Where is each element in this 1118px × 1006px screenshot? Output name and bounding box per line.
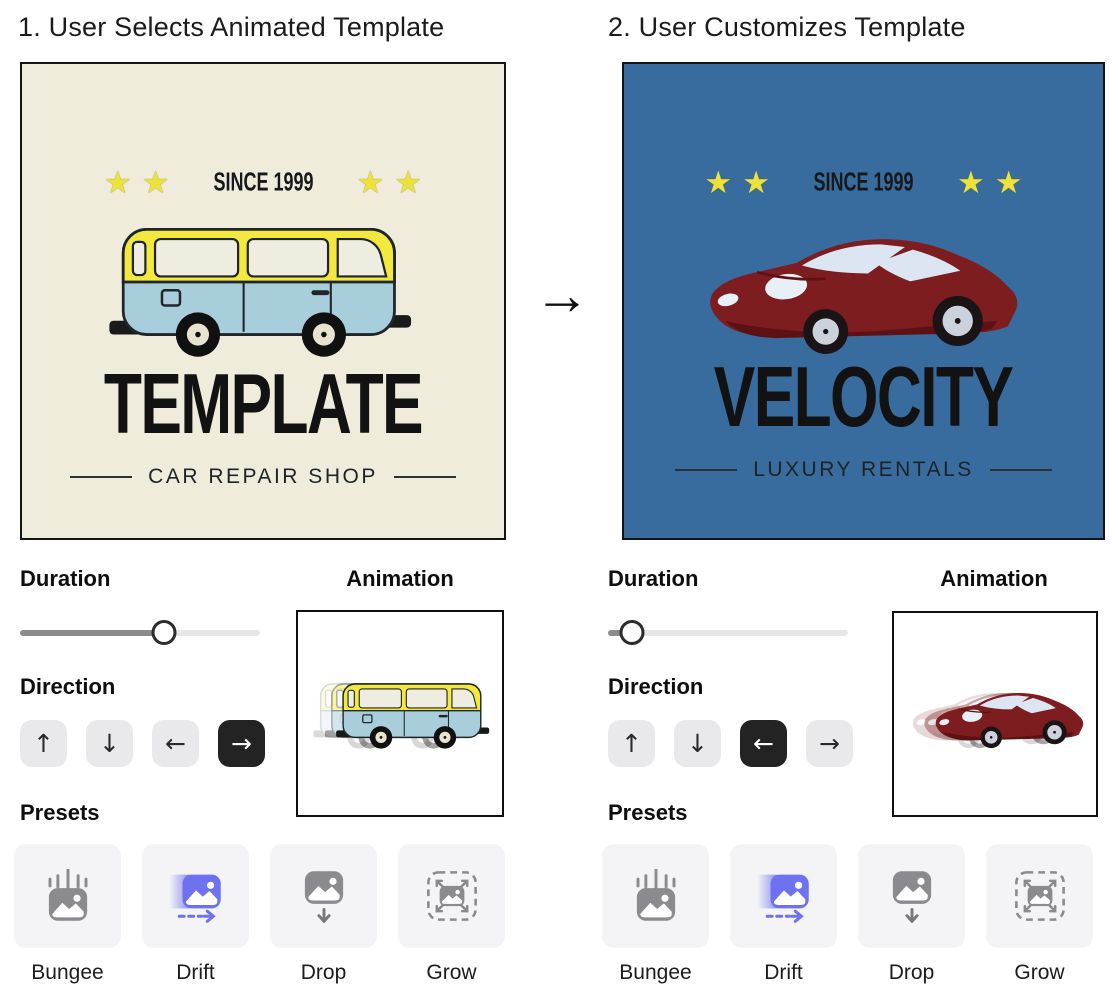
preset-drift: Drift [142, 844, 249, 985]
preset-bungee: Bungee [14, 844, 121, 985]
direction-up-button[interactable]: ↑ [20, 720, 67, 767]
since-badge-row: ★ ★ SINCE 1999 ★ ★ [104, 162, 422, 202]
since-badge: SINCE 1999 [813, 166, 914, 197]
star-icon: ★ [956, 164, 985, 200]
slider-track[interactable] [608, 630, 848, 636]
preset-bungee: Bungee [602, 844, 709, 985]
direction-right-button[interactable]: → [806, 720, 853, 767]
tagline: LUXURY RENTALS [753, 458, 974, 481]
preset-drop: Drop [270, 844, 377, 985]
drop-icon [892, 871, 931, 923]
animation-heading: Animation [346, 566, 454, 591]
divider-line [675, 468, 738, 472]
slider-fill [20, 630, 164, 636]
star-icon: ★ [704, 164, 733, 200]
animation-heading: Animation [940, 566, 1048, 591]
presets-heading: Presets [20, 800, 100, 825]
animation-preview-van [296, 610, 504, 817]
preset-label: Grow [426, 961, 477, 984]
divider-line [70, 475, 133, 479]
brand-name: VELOCITY [714, 349, 1014, 446]
direction-left-button[interactable]: ← [740, 720, 787, 767]
tagline-row: CAR REPAIR SHOP [70, 465, 456, 489]
preset-group: Bungee [14, 844, 505, 985]
preset-grow-button[interactable] [986, 844, 1093, 948]
grow-icon [426, 871, 477, 921]
divider-line [989, 468, 1052, 472]
template-canvas-car: ★ ★ SINCE 1999 ★ ★ VELOCITY LUXURY RENTA… [622, 62, 1105, 540]
direction-down-button[interactable]: ↓ [674, 720, 721, 767]
preset-bungee-button[interactable] [14, 844, 121, 948]
direction-down-button[interactable]: ↓ [86, 720, 133, 767]
preset-drop: Drop [858, 844, 965, 985]
duration-heading: Duration [608, 566, 699, 591]
van-illustration [109, 227, 413, 359]
arrow-down-icon: ↓ [99, 729, 120, 758]
animation-preview-car [892, 611, 1098, 817]
bungee-icon [636, 869, 675, 921]
tagline: CAR REPAIR SHOP [148, 465, 378, 488]
drift-icon [756, 874, 809, 923]
preset-drop-button[interactable] [858, 844, 965, 948]
preset-label: Drift [764, 961, 803, 984]
car-motion-preview [912, 691, 1084, 749]
drift-icon [168, 874, 221, 923]
arrow-down-icon: ↓ [687, 729, 708, 758]
drop-icon [304, 871, 343, 923]
arrow-left-icon: ← [753, 729, 774, 758]
transition-arrow-icon: → [534, 263, 590, 326]
preset-label: Drop [300, 961, 347, 984]
since-badge: SINCE 1999 [212, 166, 314, 197]
slider-thumb[interactable] [151, 620, 177, 645]
arrow-up-icon: ↑ [621, 729, 642, 758]
divider-line [393, 475, 456, 479]
duration-slider[interactable] [608, 620, 848, 646]
preset-label: Drift [176, 961, 215, 984]
duration-slider[interactable] [20, 620, 260, 646]
bungee-icon [48, 869, 87, 921]
preset-label: Bungee [619, 961, 692, 984]
tagline-row: LUXURY RENTALS [675, 458, 1052, 482]
star-icon: ★ [394, 164, 423, 200]
template-canvas-van: ★ ★ SINCE 1999 ★ ★ TEMPLATE CAR REPAIR S… [20, 62, 506, 540]
arrow-right-icon: → [231, 729, 252, 758]
arrow-up-icon: ↑ [33, 729, 54, 758]
direction-up-button[interactable]: ↑ [608, 720, 655, 767]
direction-button-group: ↑ ↓ ← → [20, 720, 265, 767]
preset-drift-button[interactable] [730, 844, 837, 948]
duration-heading: Duration [20, 566, 111, 591]
step-2-title: 2. User Customizes Template [608, 12, 966, 42]
brand-name: TEMPLATE [103, 356, 424, 453]
star-icon: ★ [356, 164, 385, 200]
arrow-right-icon: → [819, 729, 840, 758]
direction-right-button[interactable]: → [218, 720, 265, 767]
direction-left-button[interactable]: ← [152, 720, 199, 767]
car-illustration [708, 237, 1019, 356]
preset-drift: Drift [730, 844, 837, 985]
star-icon: ★ [742, 164, 771, 200]
step-1-title: 1. User Selects Animated Template [18, 12, 445, 42]
preset-drop-button[interactable] [270, 844, 377, 948]
preset-grow: Grow [398, 844, 505, 985]
preset-label: Drop [888, 961, 935, 984]
star-icon: ★ [103, 164, 132, 200]
star-icon: ★ [994, 164, 1023, 200]
preset-grow: Grow [986, 844, 1093, 985]
preset-grow-button[interactable] [398, 844, 505, 948]
van-motion-preview [312, 683, 490, 750]
direction-button-group: ↑ ↓ ← → [608, 720, 853, 767]
star-icon: ★ [141, 164, 170, 200]
direction-heading: Direction [608, 674, 704, 699]
slider-thumb[interactable] [619, 620, 645, 645]
preset-bungee-button[interactable] [602, 844, 709, 948]
grow-icon [1014, 871, 1065, 921]
since-badge-row: ★ ★ SINCE 1999 ★ ★ [704, 162, 1022, 202]
preset-group: Bungee [602, 844, 1093, 985]
preset-drift-button[interactable] [142, 844, 249, 948]
presets-heading: Presets [608, 800, 688, 825]
arrow-left-icon: ← [165, 729, 186, 758]
preset-label: Grow [1014, 961, 1065, 984]
preset-label: Bungee [31, 961, 104, 984]
direction-heading: Direction [20, 674, 116, 699]
